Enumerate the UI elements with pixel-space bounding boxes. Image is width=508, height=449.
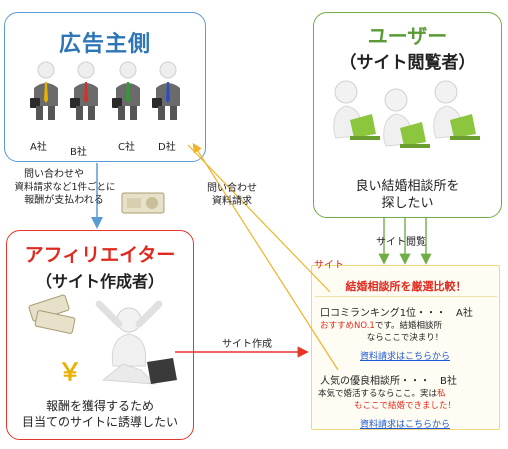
site-entry1-link-wrap: 資料請求はこちらから <box>315 344 495 363</box>
tie-b <box>84 82 88 103</box>
site-entry2-text: 本気で婚活するならここ。実は私 <box>318 387 446 399</box>
reward-label-3: 報酬が支払われる <box>24 195 104 206</box>
businessman-b <box>70 61 98 120</box>
company-label-c: C社 <box>118 142 135 153</box>
user-figure-3 <box>433 80 480 140</box>
site-label: サイト <box>314 260 344 271</box>
advertiser-title: 広告主側 <box>58 32 151 57</box>
site-divider <box>315 296 497 297</box>
company-label-d: D社 <box>158 142 176 153</box>
tie-d <box>166 82 170 103</box>
tie-c <box>126 82 130 103</box>
reward-label-2: 資料請求など1件ごとに <box>14 182 116 193</box>
site-entry2-text-b: 私 <box>437 389 446 399</box>
site-entry1-text-rest: です。結婚相談所 <box>374 321 442 331</box>
affiliator-title: アフィリエイター <box>24 244 176 266</box>
affiliator-figure <box>95 300 177 385</box>
site-entry1-highlight: おすすめNO.1 <box>320 321 375 331</box>
affiliator-caption-1: 報酬を獲得するため <box>45 399 154 413</box>
site-entry2-line2: もここで結婚できました！ <box>353 401 456 411</box>
site-entry1-heading: 口コミランキング1位・・・ A社 <box>320 308 473 319</box>
create-label: サイト作成 <box>222 339 272 350</box>
banknotes-icon <box>28 294 76 334</box>
browse-label: サイト閲覧 <box>376 237 426 248</box>
site-box <box>311 265 500 430</box>
site-entry1-line2: ならここで決まり！ <box>366 333 444 343</box>
laptop-icon <box>450 114 476 138</box>
company-label-b: B社 <box>70 147 87 158</box>
site-entry2-text-a: 本気で婚活するならここ。実は <box>318 389 438 399</box>
site-entry2-link[interactable]: 資料請求はこちらから <box>359 420 450 430</box>
site-entry1-text: おすすめNO.1です。結婚相談所 <box>320 319 442 331</box>
reward-label-1: 問い合わせや <box>24 169 84 180</box>
banknote-icon <box>121 192 165 214</box>
inquiry-label-1: 問い合わせ <box>207 183 257 194</box>
user-box <box>313 12 502 218</box>
site-header: 結婚相談所を厳選比較！ <box>345 280 467 293</box>
user-caption-2: 探したい <box>381 196 434 211</box>
businessman-c <box>112 61 140 120</box>
yen-icon: ￥ <box>58 358 82 386</box>
affiliator-subtitle: （サイト作成者） <box>35 272 164 291</box>
company-label-a: A社 <box>30 142 47 153</box>
inquiry-arrow-1 <box>192 142 339 371</box>
user-subtitle: （サイト閲覧者） <box>339 53 476 73</box>
user-figure-2 <box>383 88 430 148</box>
laptop-icon <box>147 358 177 384</box>
affiliator-box <box>6 230 194 440</box>
user-caption-1: 良い結婚相談所を <box>355 179 460 194</box>
businessman-a <box>30 61 58 120</box>
businessman-d <box>152 61 180 120</box>
user-title: ユーザー <box>367 24 448 48</box>
advertiser-box <box>4 12 206 162</box>
site-entry1-link[interactable]: 資料請求はこちらから <box>359 352 450 362</box>
inquiry-label-2: 資料請求 <box>212 196 252 207</box>
user-figure-1 <box>333 80 380 140</box>
laptop-icon <box>400 122 426 146</box>
site-entry2-link-wrap: 資料請求はこちらから <box>315 412 495 431</box>
tie-a <box>44 82 48 103</box>
laptop-icon <box>350 114 376 138</box>
inquiry-arrow-2 <box>187 144 331 293</box>
affiliator-caption-2: 目当てのサイトに誘導したい <box>21 415 178 429</box>
site-entry2-heading: 人気の優良相談所・・・ B社 <box>320 376 457 387</box>
